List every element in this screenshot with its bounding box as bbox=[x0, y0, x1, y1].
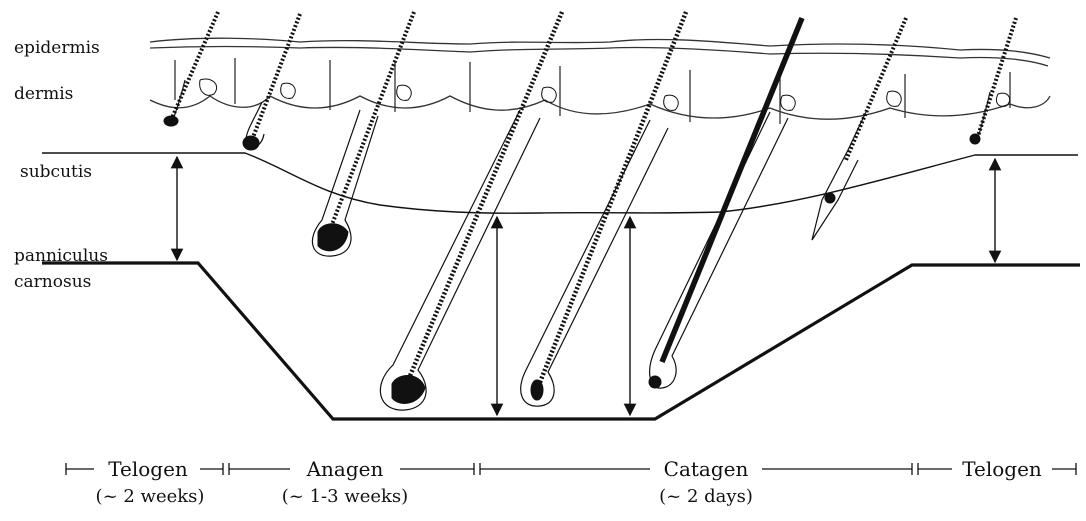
label-carnosus: carnosus bbox=[14, 272, 91, 292]
follicle-anagen-5 bbox=[521, 12, 686, 406]
label-subcutis: subcutis bbox=[20, 162, 92, 182]
tissue-boundaries bbox=[42, 153, 1080, 419]
skin-layers bbox=[150, 38, 1050, 124]
duration-anagen: (~ 1-3 weeks) bbox=[266, 486, 424, 508]
phase-catagen: Catagen bbox=[650, 457, 762, 481]
phase-telogen-2: Telogen bbox=[952, 457, 1052, 481]
follicle-anagen-2 bbox=[243, 14, 300, 150]
phase-anagen: Anagen bbox=[290, 457, 400, 481]
follicle-anagen-4 bbox=[380, 12, 562, 410]
label-epidermis: epidermis bbox=[14, 38, 100, 58]
depth-arrows bbox=[177, 157, 995, 415]
follicle-catagen-7 bbox=[812, 18, 906, 240]
dermis-subcutis-boundary bbox=[42, 153, 1078, 213]
follicle-telogen-1 bbox=[164, 12, 218, 126]
label-panniculus: panniculus bbox=[14, 246, 108, 266]
timeline-rules bbox=[66, 463, 1076, 475]
follicle-telogen-8 bbox=[970, 18, 1016, 144]
phase-telogen-1: Telogen bbox=[96, 457, 200, 481]
duration-telogen-1: (~ 2 weeks) bbox=[82, 486, 218, 508]
duration-catagen: (~ 2 days) bbox=[640, 486, 772, 508]
dermis-papillae bbox=[150, 96, 1050, 119]
hair-follicles bbox=[164, 12, 1016, 410]
panniculus-carnosus-line bbox=[42, 263, 1080, 419]
label-dermis: dermis bbox=[14, 84, 73, 104]
